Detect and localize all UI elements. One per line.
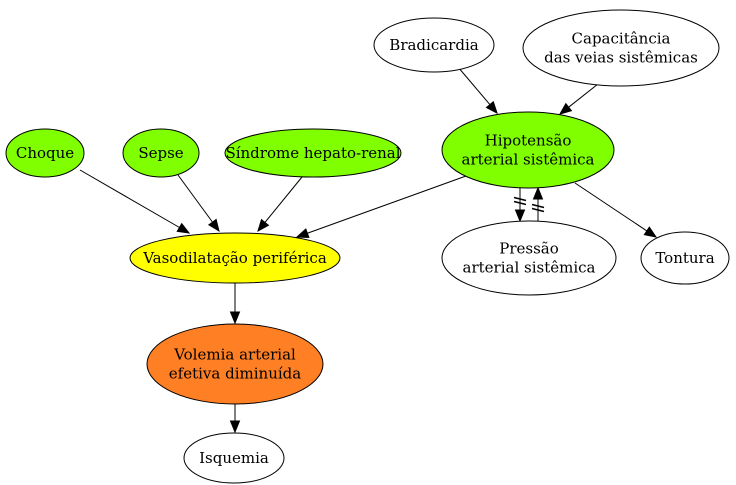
- node-sindrome: Síndrome hepato-renal: [224, 128, 402, 178]
- inverse-marker: [513, 196, 527, 202]
- arrow-head: [514, 209, 526, 223]
- node-ellipse: [640, 231, 730, 285]
- edge-hipotensao-to-tontura: [574, 182, 658, 238]
- edge-line: [79, 169, 180, 228]
- edge-line: [177, 174, 213, 223]
- arrow-head: [295, 228, 310, 239]
- edge-vasodilatacao-to-volemia: [229, 283, 241, 325]
- edge-line: [457, 66, 491, 105]
- node-sepse: Sepse: [122, 128, 200, 178]
- edge-choque-to-vasodilatacao: [79, 169, 191, 234]
- edge-line: [574, 182, 648, 232]
- node-label: das veias sistêmicas: [544, 49, 698, 67]
- arrow-head: [207, 218, 220, 233]
- node-bradicardia: Bradicardia: [373, 17, 495, 73]
- node-label: Bradicardia: [389, 36, 478, 54]
- node-ellipse: [441, 220, 617, 296]
- arrow-head: [229, 420, 241, 434]
- edge-bradicardia-to-hipotensao: [457, 66, 498, 115]
- edge-line: [568, 83, 599, 108]
- edge-hipotensao-to-vasodilatacao: [295, 175, 467, 239]
- edge-sepse-to-vasodilatacao: [177, 174, 220, 233]
- arrow-head: [643, 226, 658, 238]
- node-ellipse: [122, 128, 200, 178]
- edges-layer: [79, 66, 658, 434]
- node-ellipse: [129, 232, 341, 284]
- arrow-head: [558, 102, 573, 115]
- node-ellipse: [522, 9, 720, 87]
- node-ellipse: [373, 17, 495, 73]
- node-label: Volemia arterial: [173, 346, 296, 364]
- node-label: efetiva diminuída: [169, 365, 301, 383]
- node-label: arterial sistêmica: [463, 259, 596, 277]
- node-ellipse: [224, 128, 402, 178]
- node-label: Hipotensão: [485, 132, 572, 150]
- arrow-head: [485, 100, 498, 115]
- arrow-head: [257, 218, 270, 233]
- node-vasodilatacao: Vasodilatação periférica: [129, 232, 341, 284]
- node-label: Vasodilatação periférica: [142, 249, 327, 267]
- node-ellipse: [146, 323, 324, 405]
- node-tontura: Tontura: [640, 231, 730, 285]
- edge-capacitancia-to-hipotensao: [558, 83, 599, 115]
- edge-line: [264, 176, 303, 223]
- node-label: Tontura: [655, 249, 714, 267]
- node-ellipse: [441, 111, 615, 189]
- edge-hipotensao-to-pressao: [513, 188, 527, 223]
- node-label: Capacitância: [572, 30, 671, 48]
- edge-volemia-to-isquemia: [229, 404, 241, 434]
- inverse-marker: [531, 203, 545, 209]
- inverse-marker: [531, 207, 545, 213]
- node-label: Isquemia: [199, 449, 269, 467]
- node-label: Síndrome hepato-renal: [225, 144, 400, 162]
- edge-sindrome-to-vasodilatacao: [257, 176, 303, 233]
- edge-line: [307, 175, 467, 234]
- node-label: Choque: [16, 144, 74, 162]
- node-isquemia: Isquemia: [183, 432, 285, 484]
- node-choque: Choque: [5, 128, 85, 178]
- arrow-head: [532, 186, 544, 200]
- node-label: arterial sistêmica: [462, 151, 595, 169]
- arrow-head: [176, 222, 191, 234]
- inverse-marker: [513, 200, 527, 206]
- edge-pressao-to-hipotensao: [531, 186, 545, 221]
- node-ellipse: [5, 128, 85, 178]
- node-ellipse: [183, 432, 285, 484]
- node-label: Pressão: [499, 240, 559, 258]
- arrow-head: [229, 311, 241, 325]
- node-label: Sepse: [138, 144, 183, 162]
